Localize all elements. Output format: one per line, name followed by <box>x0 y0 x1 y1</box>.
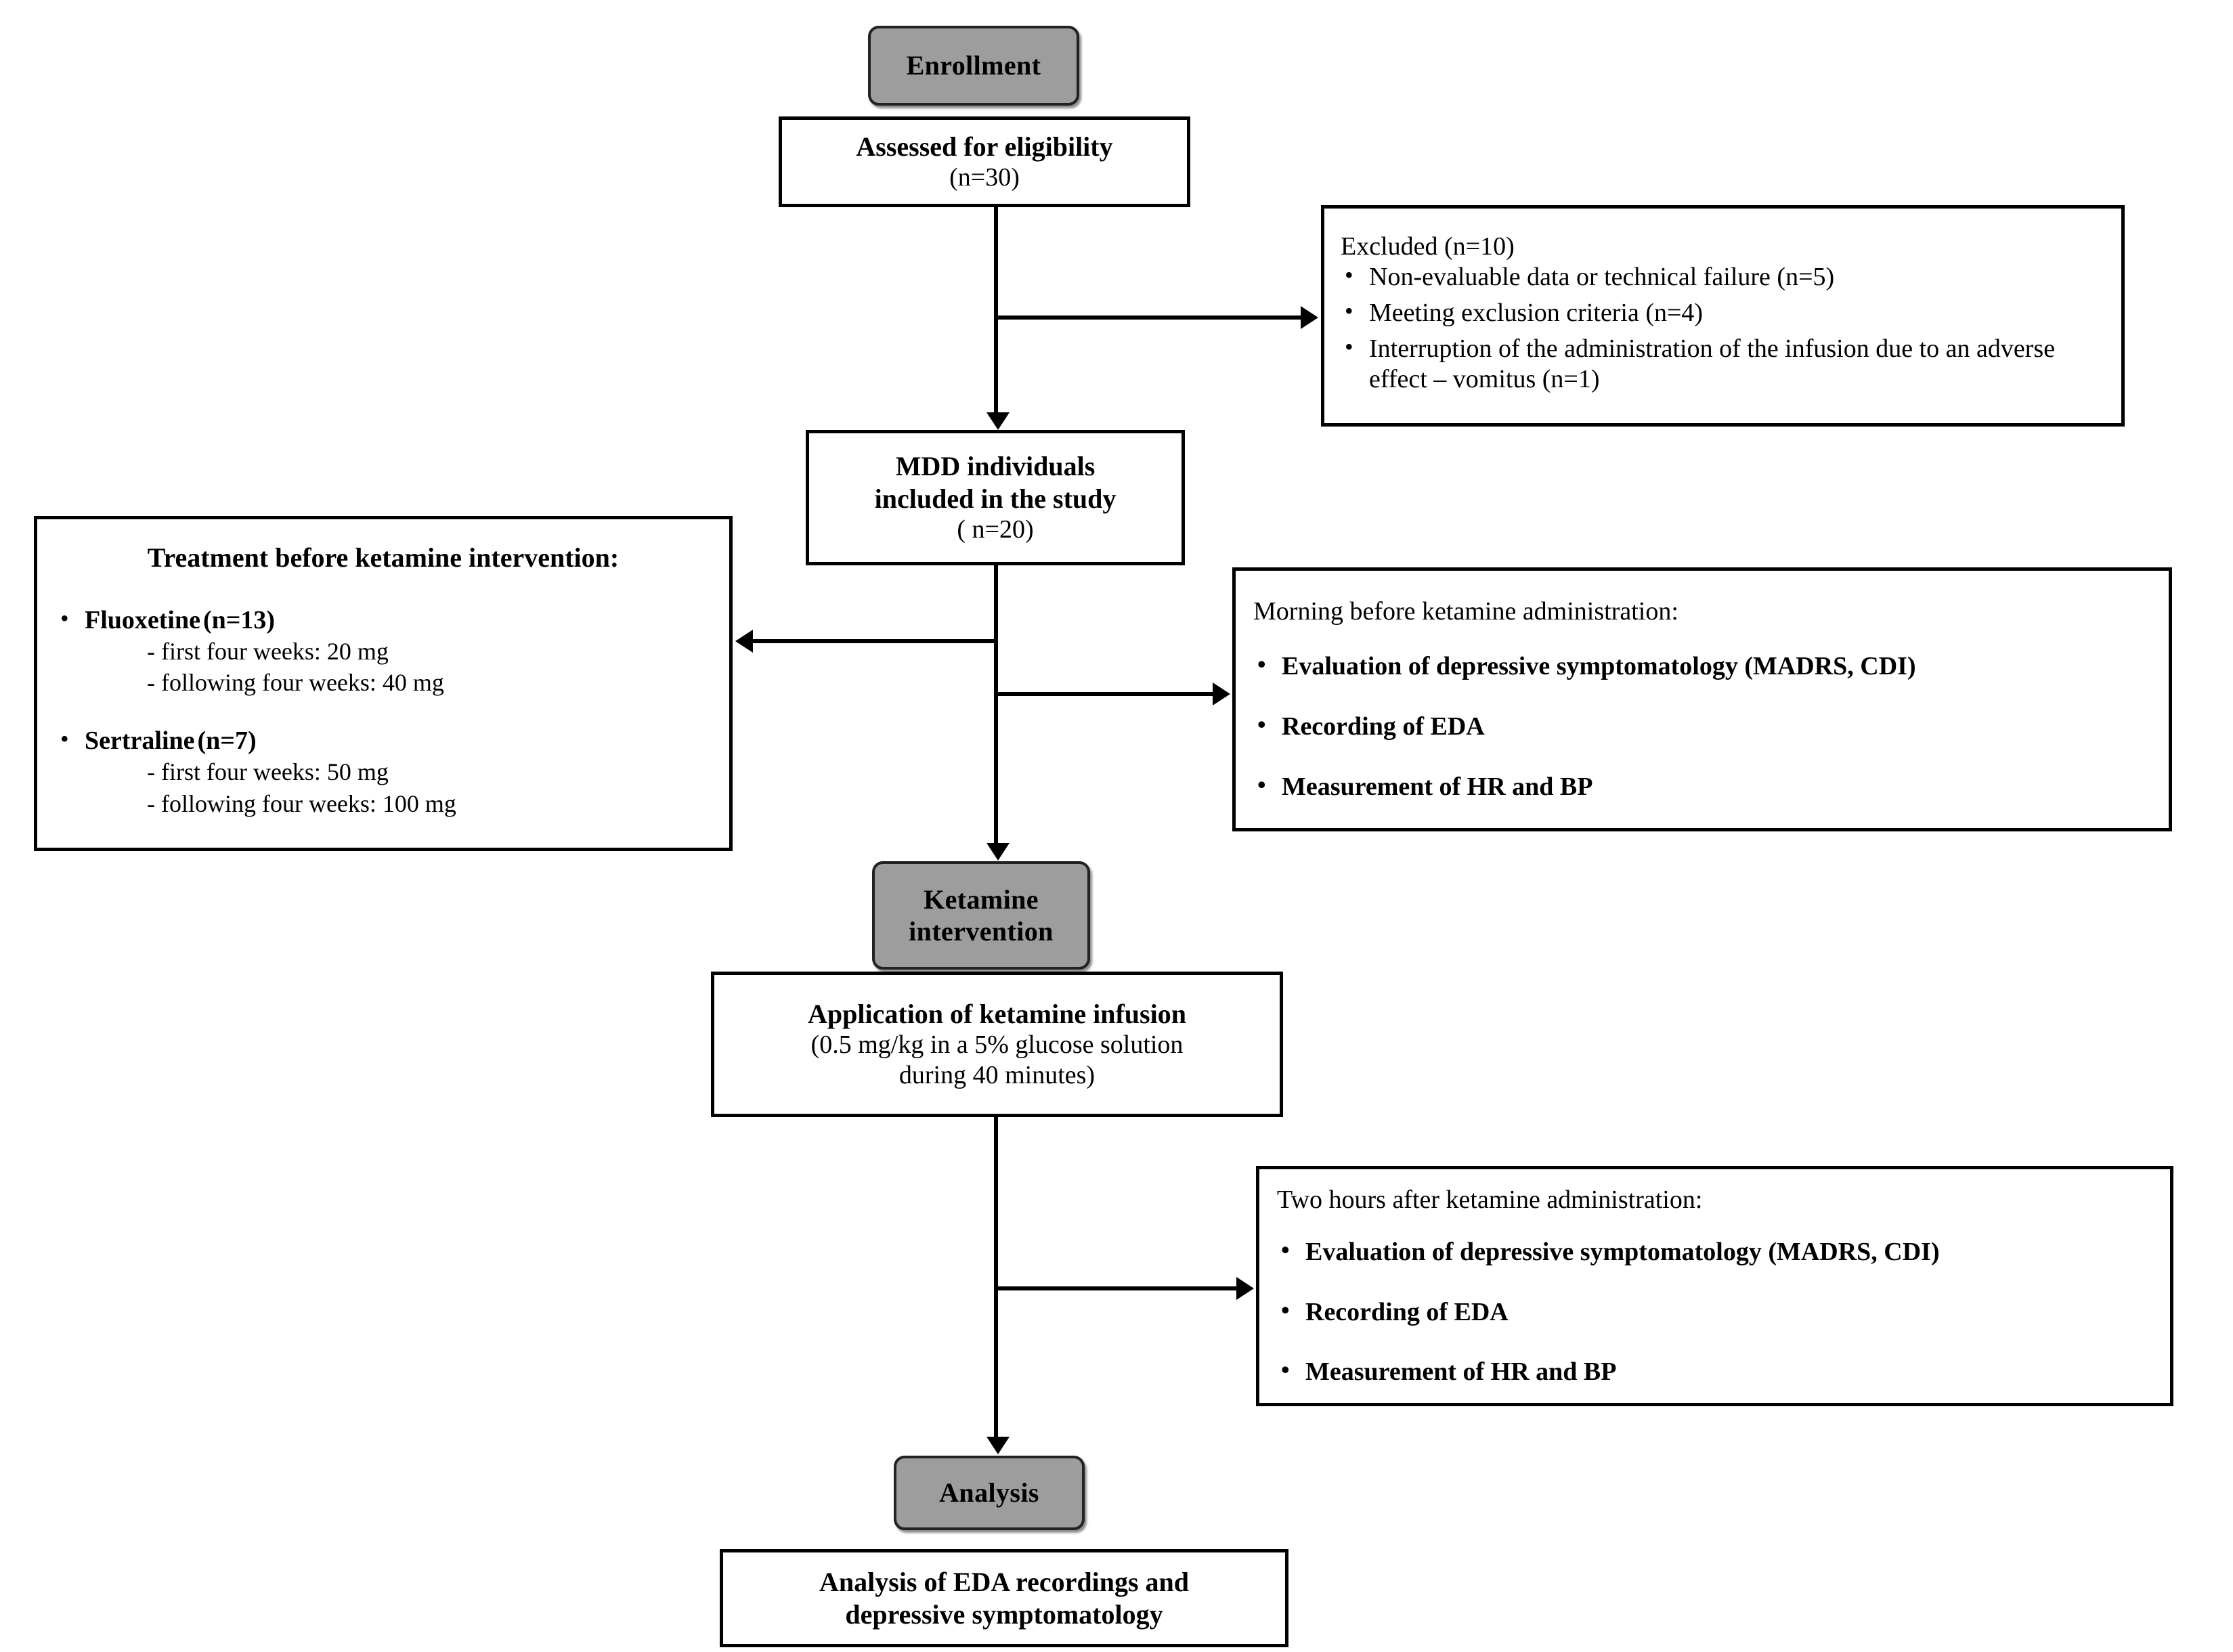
post-assessment-header: Two hours after ketamine administration: <box>1277 1185 1703 1214</box>
infusion-line-2: (0.5 mg/kg in a 5% glucose solution <box>810 1030 1184 1060</box>
final-analysis-line-2: depressive symptomatology <box>845 1599 1163 1630</box>
connector-included-to-ketamine <box>994 565 998 844</box>
included-line-3: ( n=20) <box>957 515 1034 544</box>
assessed-line-2: (n=30) <box>949 163 1020 192</box>
drug-count-fluoxetine: (n=13) <box>202 605 276 634</box>
arrowhead-included-to-ketamine <box>987 843 1010 861</box>
included-line-1: MDD individuals <box>895 451 1096 482</box>
arrowhead-included-to-morning <box>1213 682 1230 705</box>
connector-infusion-to-post <box>994 1286 1238 1290</box>
morning-assessment-header: Morning before ketamine administration: <box>1253 597 1678 626</box>
node-treatment-before-ketamine: Treatment before ketamine intervention: … <box>34 516 733 851</box>
stage-analysis: Analysis <box>894 1456 1085 1530</box>
final-analysis-line-1: Analysis of EDA recordings and <box>819 1567 1189 1598</box>
drug-dose-sertraline-1: - first four weeks: 50 mg <box>147 758 389 785</box>
drug-name-fluoxetine: Fluoxetine <box>85 605 200 634</box>
stage-ketamine-label-line1: Ketamine <box>924 884 1039 915</box>
node-excluded: Excluded (n=10) Non-evaluable data or te… <box>1321 205 2125 427</box>
treatment-drug-item-fluoxetine: Fluoxetine (n=13) - first four weeks: 20… <box>56 604 710 699</box>
drug-dose-fluoxetine-1: - first four weeks: 20 mg <box>147 637 389 665</box>
arrowhead-infusion-to-post <box>1236 1277 1254 1300</box>
excluded-header: Excluded (n=10) <box>1341 232 1515 261</box>
morning-assessment-bullet-1: Evaluation of depressive symptomatology … <box>1253 650 2151 682</box>
infusion-line-1: Application of ketamine infusion <box>808 999 1186 1030</box>
arrowhead-infusion-to-analysis <box>987 1437 1010 1454</box>
arrowhead-included-to-treatment <box>735 630 753 653</box>
excluded-bullet-1: Non-evaluable data or technical failure … <box>1341 261 2105 292</box>
arrowhead-assessed-to-excluded <box>1301 306 1318 329</box>
stage-analysis-label: Analysis <box>939 1477 1039 1508</box>
node-assessed-for-eligibility: Assessed for eligibility (n=30) <box>779 116 1190 207</box>
node-ketamine-infusion: Application of ketamine infusion (0.5 mg… <box>711 972 1283 1117</box>
drug-dose-fluoxetine-2: - following four weeks: 40 mg <box>147 669 444 697</box>
stage-enrollment-label: Enrollment <box>906 50 1041 81</box>
treatment-drug-item-sertraline: Sertraline (n=7) - first four weeks: 50 … <box>56 724 710 819</box>
post-assessment-bullet-2: Recording of EDA <box>1277 1296 2152 1328</box>
arrowhead-assessed-to-included <box>987 412 1010 430</box>
post-assessment-bullet-list: Evaluation of depressive symptomatology … <box>1277 1236 2152 1387</box>
infusion-line-3: during 40 minutes) <box>898 1061 1096 1090</box>
node-mdd-included: MDD individuals included in the study ( … <box>806 430 1185 565</box>
excluded-bullet-list: Non-evaluable data or technical failure … <box>1341 261 2105 395</box>
connector-assessed-to-excluded <box>994 316 1302 320</box>
treatment-drug-list: Fluoxetine (n=13) - first four weeks: 20… <box>56 604 710 820</box>
post-assessment-bullet-3: Measurement of HR and BP <box>1277 1355 2152 1387</box>
drug-count-sertraline: (n=7) <box>197 726 257 756</box>
stage-ketamine-label-line2: intervention <box>909 916 1054 947</box>
node-morning-assessment: Morning before ketamine administration: … <box>1232 567 2172 831</box>
excluded-bullet-3: Interruption of the administration of th… <box>1341 332 2105 395</box>
treatment-header: Treatment before ketamine intervention: <box>147 542 620 573</box>
post-assessment-bullet-1: Evaluation of depressive symptomatology … <box>1277 1236 2152 1267</box>
stage-enrollment: Enrollment <box>868 26 1079 106</box>
drug-name-sertraline: Sertraline <box>85 726 195 756</box>
drug-dose-sertraline-2: - following four weeks: 100 mg <box>147 789 456 817</box>
stage-ketamine-intervention: Ketamine intervention <box>872 861 1090 970</box>
included-line-2: included in the study <box>874 483 1116 514</box>
morning-assessment-bullet-list: Evaluation of depressive symptomatology … <box>1253 650 2151 802</box>
connector-included-to-treatment <box>752 639 995 643</box>
morning-assessment-bullet-2: Recording of EDA <box>1253 710 2151 742</box>
node-post-assessment: Two hours after ketamine administration:… <box>1256 1166 2173 1406</box>
connector-infusion-to-analysis <box>994 1117 998 1438</box>
excluded-bullet-2: Meeting exclusion criteria (n=4) <box>1341 297 2105 328</box>
node-final-analysis: Analysis of EDA recordings and depressiv… <box>720 1549 1288 1647</box>
connector-assessed-to-included <box>994 207 998 414</box>
assessed-line-1: Assessed for eligibility <box>856 131 1113 162</box>
connector-included-to-morning <box>994 692 1214 696</box>
morning-assessment-bullet-3: Measurement of HR and BP <box>1253 770 2151 802</box>
